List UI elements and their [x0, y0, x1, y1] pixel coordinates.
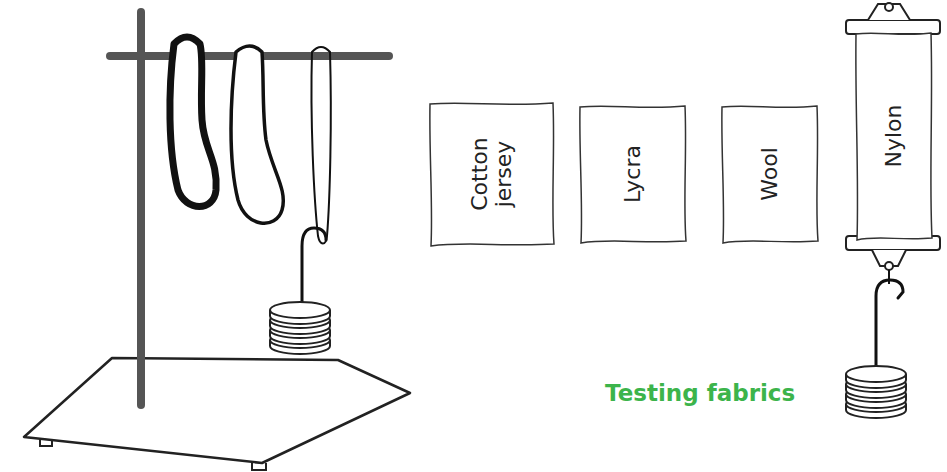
swatch-edge [856, 33, 932, 240]
weight-disc [846, 366, 906, 382]
fabric-swatch: Lycra [578, 103, 688, 245]
swatch-edge [430, 103, 554, 246]
sock-sample [231, 46, 283, 223]
weight-stack [846, 366, 906, 418]
weight-stack [270, 302, 330, 354]
fabric-swatch: Cotton jersey [428, 100, 556, 248]
sock-sample [170, 37, 216, 207]
fabric-swatch: Wool [720, 103, 820, 245]
fabric-label: Lycra [621, 145, 645, 203]
fabric-swatch: Nylon [854, 30, 934, 242]
fabric-label: Cotton jersey [468, 118, 516, 230]
swatch-edge [722, 106, 818, 243]
bulldog-clip [846, 3, 940, 270]
weight-hook [302, 228, 326, 308]
clip-ring [888, 270, 890, 284]
caption: Testing fabrics [605, 380, 795, 406]
elastic-loop [311, 47, 330, 244]
stand-base [24, 358, 410, 463]
stand-pole [137, 12, 145, 405]
fabric-label: Nylon [882, 105, 906, 168]
fabric-label: Wool [758, 147, 782, 201]
stand-feet [40, 438, 266, 470]
weight-hook [876, 280, 903, 372]
swatch-edge [580, 106, 686, 243]
weight-disc [270, 302, 330, 318]
